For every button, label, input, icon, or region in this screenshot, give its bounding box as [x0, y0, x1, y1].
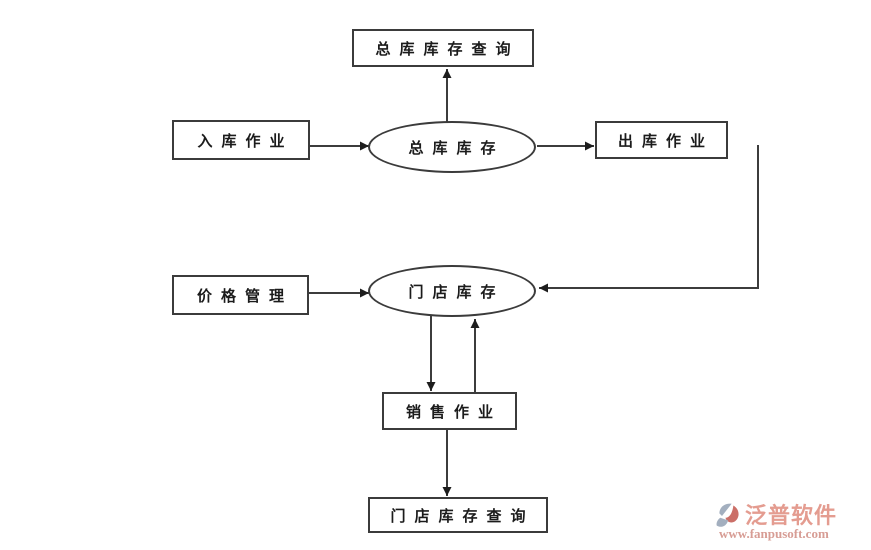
fanpusoft-watermark: 泛普软件 www.fanpusoft.com	[715, 500, 865, 546]
node-outbound-operations: 出库作业	[595, 121, 728, 159]
node-label: 总库库存查询	[375, 41, 520, 58]
node-warehouse-inventory-query: 总库库存查询	[352, 29, 534, 67]
node-store-inventory-query: 门店库存查询	[368, 497, 548, 533]
node-label: 总库库存	[408, 140, 505, 157]
node-label: 出库作业	[617, 133, 714, 150]
watermark-url-text: www.fanpusoft.com	[719, 526, 829, 541]
node-price-management: 价格管理	[172, 275, 309, 315]
node-inbound-operations: 入库作业	[172, 120, 310, 160]
fanpusoft-logo-icon	[716, 503, 739, 527]
node-label: 入库作业	[197, 133, 294, 150]
watermark-brand-text: 泛普软件	[745, 503, 838, 528]
node-store-inventory: 门店库存	[368, 265, 536, 317]
node-label: 门店库存查询	[390, 508, 535, 525]
node-label: 门店库存	[408, 284, 505, 301]
node-label: 价格管理	[196, 288, 293, 305]
node-warehouse-inventory: 总库库存	[368, 121, 536, 173]
node-label: 销售作业	[405, 404, 502, 421]
arrow-outbound-to-store-stock	[539, 145, 759, 293]
node-sales-operations: 销售作业	[382, 392, 517, 430]
